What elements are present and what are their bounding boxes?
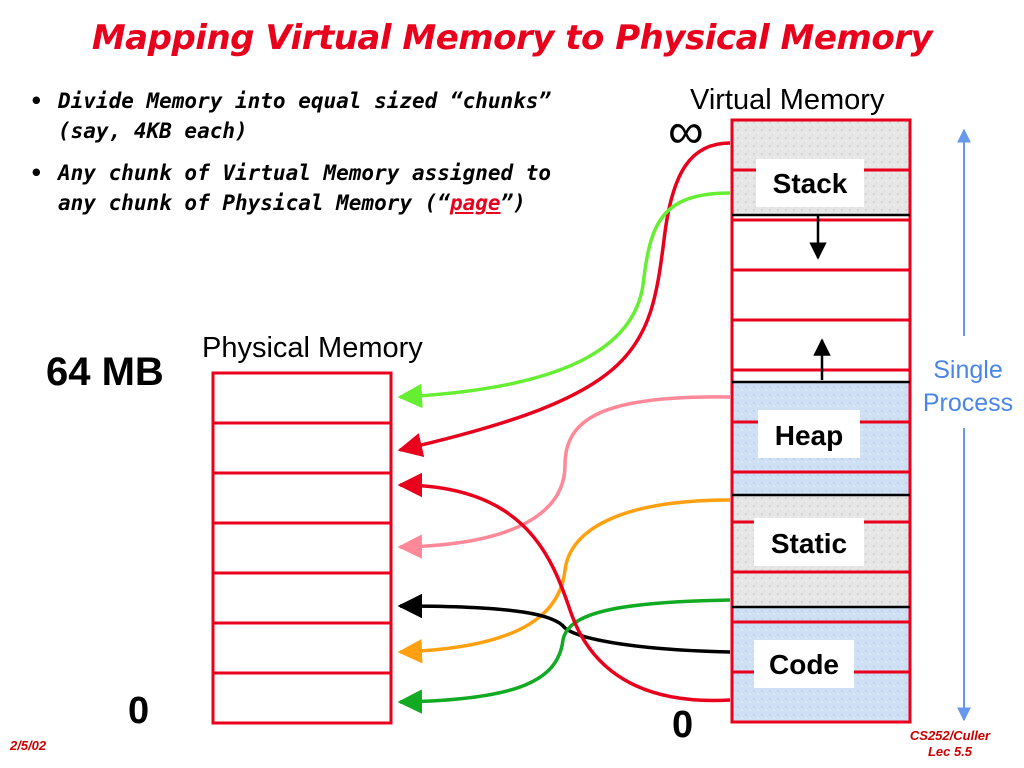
heap-label-box [758, 410, 860, 458]
mapping-arrow-code-2 [397, 598, 731, 714]
static-label-box [754, 518, 864, 566]
footer-date: 2/5/02 [10, 738, 47, 753]
mapping-arrow-heap [397, 395, 731, 559]
footer-lecture: Lec 5.5 [927, 744, 973, 759]
bullet-text: Divide Memory into equal sized “chunks” … [58, 89, 552, 143]
physical-zero-label: 0 [128, 690, 150, 732]
virtual-memory-title: Virtual Memory [690, 84, 885, 116]
mapping-arrow-code-3 [397, 472, 731, 703]
single-process-label: Single Process [918, 354, 1018, 420]
bullet-dot: • [30, 161, 43, 185]
footer-course: CS252/Culler Lec 5.5 [890, 728, 1010, 760]
bullet-item-chunks: • Divide Memory into equal sized “chunks… [26, 86, 601, 146]
mapping-arrow-static [397, 498, 731, 664]
slide-title: Mapping Virtual Memory to Physical Memor… [91, 18, 933, 58]
page-mapping-arrows [397, 141, 731, 714]
bullet-dot: • [30, 89, 43, 113]
physical-size-label: 64 MB [46, 350, 164, 394]
bullet-text-end: ”) [500, 191, 526, 215]
code-label-box [754, 640, 854, 688]
bullet-list: • Divide Memory into equal sized “chunks… [26, 86, 601, 230]
static-label: Static [771, 528, 847, 559]
physical-memory-outline [211, 371, 393, 725]
mapping-arrow-stack-1 [397, 141, 731, 458]
stack-label: Stack [773, 168, 848, 199]
mapping-arrow-code-1 [397, 593, 731, 654]
heap-label: Heap [775, 420, 843, 451]
footer-course-name: CS252/Culler [909, 728, 991, 743]
physical-memory-title: Physical Memory [202, 332, 423, 364]
code-label: Code [769, 649, 839, 680]
virtual-memory-column: Stack Heap Static Code [730, 118, 912, 724]
virtual-zero-label: 0 [672, 704, 694, 746]
physical-memory-column [211, 371, 393, 725]
single-process-line1: Single [933, 356, 1003, 384]
bullet-text: Any chunk of Virtual Memory assigned to … [58, 161, 552, 215]
single-process-line2: Process [922, 389, 1014, 417]
bullet-item-page: • Any chunk of Virtual Memory assigned t… [26, 158, 601, 218]
page-term: page [449, 191, 501, 215]
stack-label-box [756, 159, 864, 207]
infinity-label: ∞ [668, 103, 704, 159]
mapping-arrow-stack-2 [397, 191, 731, 409]
